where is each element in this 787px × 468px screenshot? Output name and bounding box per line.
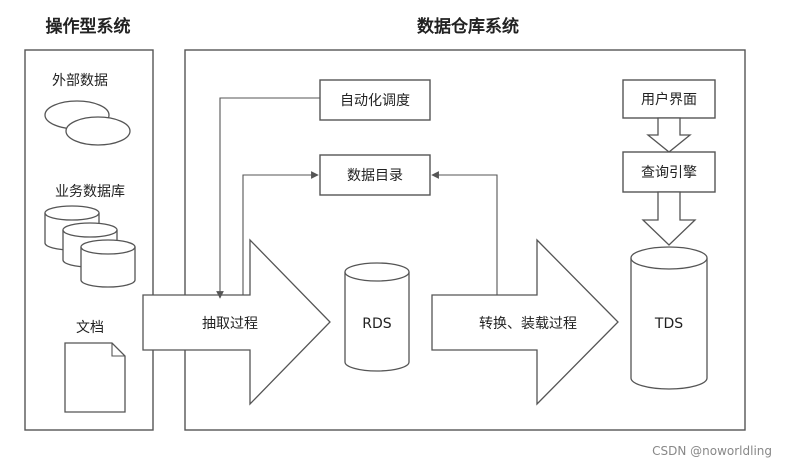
extraction-process-label: 抽取过程 <box>202 316 258 332</box>
rds-cylinder <box>344 262 410 372</box>
tds-cylinder <box>630 246 708 390</box>
data-catalog-label: 数据目录 <box>347 168 403 184</box>
documents-label: 文档 <box>76 320 104 336</box>
extraction-to-catalog-line <box>242 171 319 295</box>
extraction-process-arrow <box>142 238 331 406</box>
data-warehouse-title: 数据仓库系统 <box>417 16 519 37</box>
auto-scheduling-box <box>319 79 431 121</box>
transform-load-process-label: 转换、装载过程 <box>479 315 577 332</box>
user-interface-label: 用户界面 <box>641 91 697 108</box>
document-icon <box>64 342 126 413</box>
transform-load-process-arrow <box>431 238 619 406</box>
scheduling-to-extraction-line <box>216 97 320 299</box>
query-engine-label: 查询引擎 <box>641 165 697 181</box>
query-engine-to-tds-arrow <box>641 191 697 246</box>
business-db-label: 业务数据库 <box>55 184 125 200</box>
rds-label: RDS <box>362 316 392 332</box>
auto-scheduling-label: 自动化调度 <box>340 93 410 109</box>
query-engine-box <box>622 151 716 193</box>
operational-system-title: 操作型系统 <box>46 16 131 37</box>
business-db-cylinder-3 <box>80 239 136 288</box>
user-interface-box <box>622 79 716 119</box>
data-catalog-box <box>319 154 431 196</box>
watermark-text: CSDN @noworldling <box>652 444 772 458</box>
transform-to-catalog-line <box>431 171 498 295</box>
ui-to-query-engine-arrow <box>646 117 692 153</box>
tds-label: TDS <box>654 316 683 332</box>
external-data-ellipse-front <box>65 116 131 146</box>
external-data-label: 外部数据 <box>52 73 108 89</box>
